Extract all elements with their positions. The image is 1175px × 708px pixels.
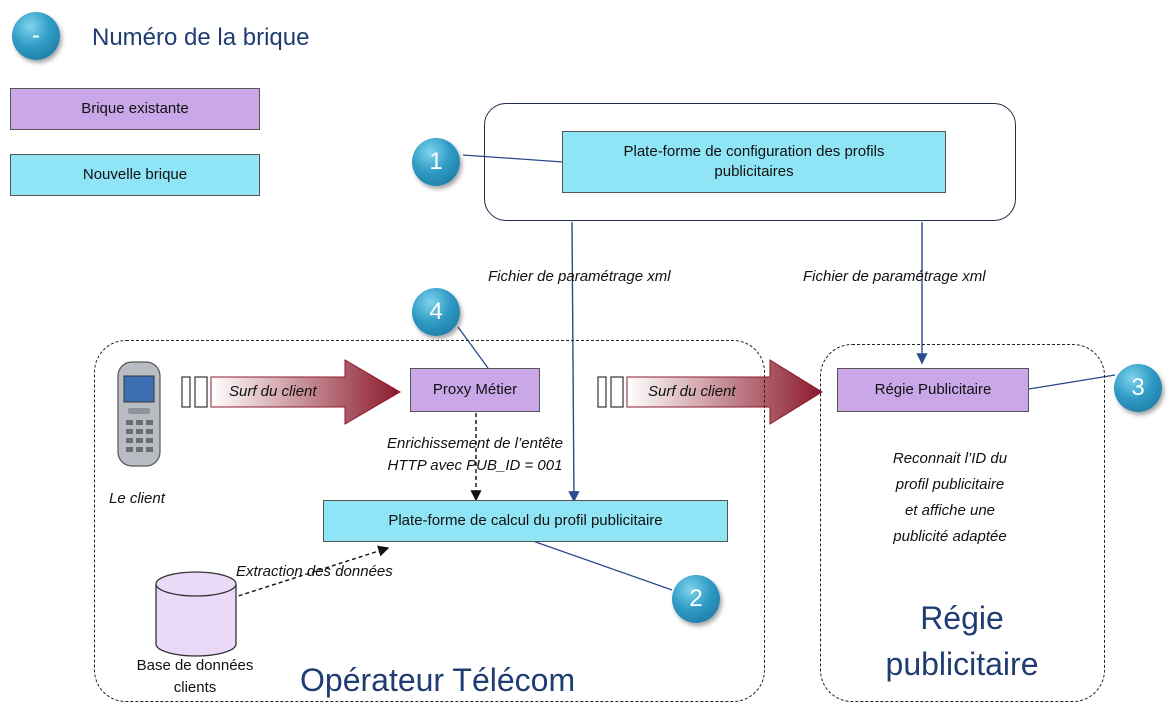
database-label-line-1: Base de données [136, 657, 254, 674]
badge-2: 2 [672, 575, 720, 623]
badge-4: 4 [412, 288, 460, 336]
badge3-leader [1028, 374, 1116, 390]
badge-3: 3 [1114, 364, 1162, 412]
legend-existing-brick: Brique existante [10, 88, 260, 130]
regie-desc-line-3: et affiche une [904, 502, 996, 519]
regie-desc-line-1: Reconnait l’ID du [892, 450, 1008, 467]
regie-description: Reconnait l’ID du profil publicitaire et… [860, 446, 1040, 550]
badge2-leader [529, 539, 673, 591]
legend-new-brick: Nouvelle brique [10, 154, 260, 196]
calc-platform-box: Plate-forme de calcul du profil publicit… [323, 500, 728, 542]
surf-arrow-left [181, 359, 401, 425]
regie-zone-title: Régie publicitaire [842, 595, 1082, 687]
db-to-calc-arrow [231, 545, 390, 599]
regie-zone-title-line-2: publicitaire [885, 646, 1039, 682]
client-label: Le client [109, 490, 165, 507]
regie-zone [820, 344, 1105, 702]
enrich-label: Enrichissement de l’entête HTTP avec PUB… [355, 433, 595, 477]
phone-icon [117, 361, 161, 467]
legend-badge-caption: Numéro de la brique [92, 24, 310, 51]
file-label-left: Fichier de paramétrage xml [488, 268, 671, 285]
database-label-line-2: clients [173, 679, 217, 696]
config-to-calc-arrow [568, 221, 580, 503]
proxy-box: Proxy Métier [410, 368, 540, 412]
legend-badge: - [12, 12, 60, 60]
operator-zone-title: Opérateur Télécom [300, 662, 576, 698]
surf-label-left: Surf du client [229, 383, 317, 400]
regie-box: Régie Publicitaire [837, 368, 1029, 412]
config-platform-group [484, 103, 1016, 221]
surf-arrow-right [597, 359, 823, 425]
database-label: Base de données clients [110, 655, 280, 699]
regie-zone-title-line-1: Régie [920, 600, 1004, 636]
enrich-line-2: HTTP avec PUB_ID = 001 [387, 457, 563, 474]
file-label-right: Fichier de paramétrage xml [803, 268, 986, 285]
surf-label-right: Surf du client [648, 383, 736, 400]
operator-zone [94, 340, 765, 702]
enrich-line-1: Enrichissement de l’entête [387, 435, 563, 452]
badge1-leader [462, 154, 564, 163]
config-platform-box: Plate-forme de configuration des profils… [562, 131, 946, 193]
regie-desc-line-4: publicité adaptée [893, 528, 1007, 545]
badge-1: 1 [412, 138, 460, 186]
badge4-leader [457, 326, 489, 369]
extraction-label: Extraction des données [236, 563, 393, 580]
database-icon [155, 571, 237, 657]
regie-desc-line-2: profil publicitaire [895, 476, 1005, 493]
